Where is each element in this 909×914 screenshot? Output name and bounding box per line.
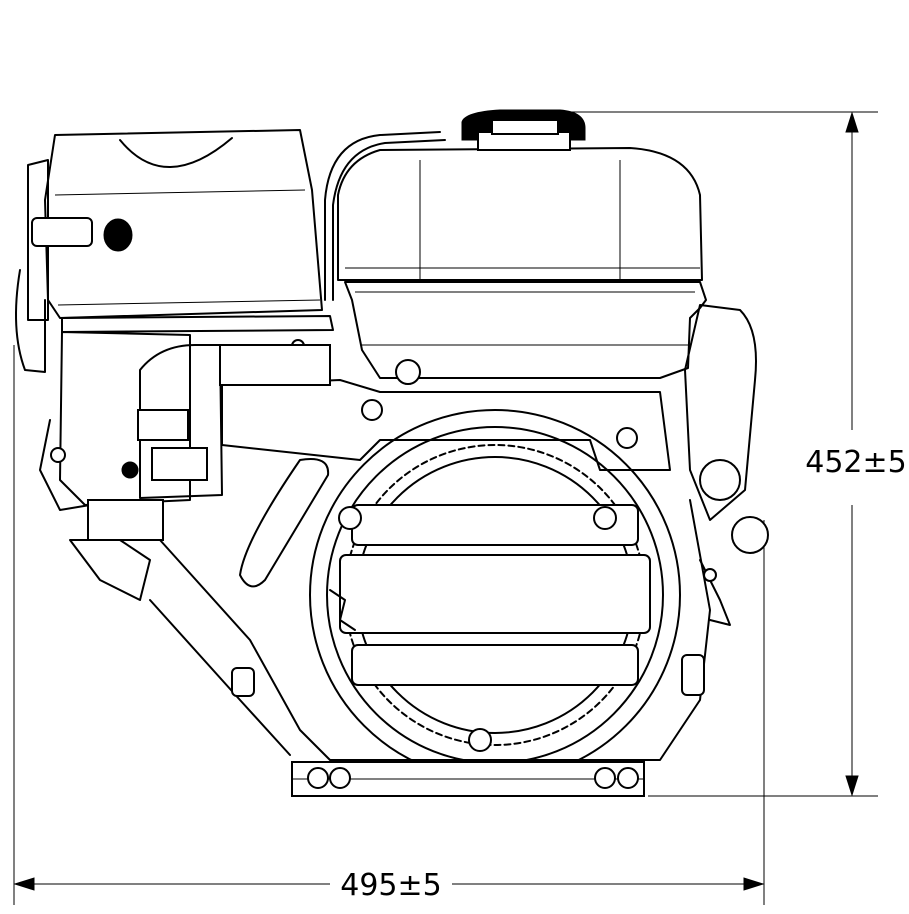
mount-bolt (617, 767, 639, 789)
bolt (468, 728, 492, 752)
tank-handle-bar (324, 131, 441, 301)
starter-rib (351, 504, 639, 546)
air-filter (15, 129, 334, 373)
bolt (361, 399, 383, 421)
engine-base (291, 761, 645, 797)
fuel-tank (324, 131, 707, 379)
mount-bolt (307, 767, 329, 789)
starter-rib (351, 644, 639, 686)
engine-upper-bar (221, 379, 671, 471)
bolt (338, 506, 362, 530)
air-filter-knob (103, 218, 133, 252)
pull-handle (239, 458, 330, 588)
air-filter-cover (44, 129, 323, 319)
carburetor (39, 331, 223, 601)
oil-cap (699, 459, 741, 501)
width-dimension-label: 495±5 (340, 868, 441, 903)
fuel-line-block (87, 499, 164, 541)
height-dimension-label: 452±5 (805, 445, 906, 480)
bolt (593, 506, 617, 530)
fuel-tank-lower (344, 281, 707, 379)
starter-handle (239, 458, 330, 588)
mount-bolt (329, 767, 351, 789)
mount-bolt (594, 767, 616, 789)
fuel-cap (461, 109, 586, 151)
crankcase-outline (159, 499, 711, 761)
fuel-tank-upper (337, 147, 703, 281)
air-filter-latch (31, 217, 93, 247)
oil-dipstick-cap (731, 516, 769, 554)
crankcase (149, 499, 711, 761)
arrowhead-up (845, 111, 859, 133)
bolt (616, 427, 638, 449)
engine (15, 109, 769, 797)
engine-block-top (219, 339, 671, 471)
arrowhead-down (845, 775, 859, 797)
starter-rib (339, 554, 651, 634)
air-filter-cover-curve (119, 137, 233, 168)
arrowhead-right (743, 877, 765, 891)
recoil-starter (309, 409, 681, 781)
height-dimension: 452±5 (565, 111, 907, 797)
bolt (395, 359, 421, 385)
muffler (684, 304, 769, 626)
muffler-body (684, 304, 757, 521)
width-dimension: 495±5 (13, 345, 765, 905)
arrowhead-left (13, 877, 35, 891)
